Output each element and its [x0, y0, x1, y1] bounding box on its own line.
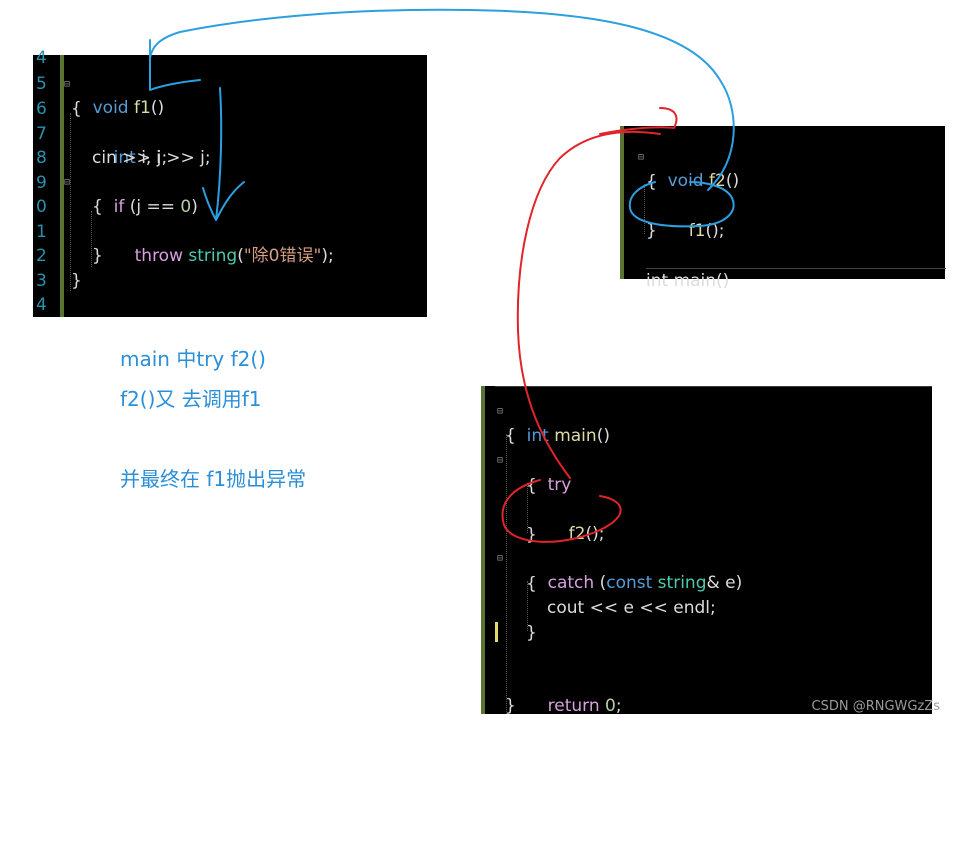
- indent-guide: [644, 184, 645, 234]
- code-line: void f1(): [92, 98, 165, 118]
- code-line: int main(): [526, 426, 610, 446]
- line-number: 4: [36, 48, 47, 68]
- change-bar: [481, 386, 485, 714]
- code-line: f1();: [688, 221, 725, 241]
- code-line: }: [71, 271, 82, 291]
- annotation-note: 并最终在 f1抛出异常: [120, 467, 307, 491]
- code-line: int main(): [646, 268, 946, 293]
- fold-toggle-icon[interactable]: ⊟: [638, 152, 645, 163]
- code-panel-f2: ⊟ void f2() { f1(); } int main(): [620, 126, 946, 291]
- change-bar: [60, 55, 64, 317]
- indent-guide: [527, 581, 528, 631]
- code-line: catch (const string& e): [547, 573, 743, 593]
- fold-toggle-icon[interactable]: ⊟: [64, 177, 71, 188]
- line-number: 3: [36, 271, 47, 291]
- change-bar: [620, 126, 624, 279]
- code-line: try: [547, 475, 572, 495]
- line-number: 6: [36, 99, 47, 119]
- current-line-border: [495, 386, 932, 387]
- fold-toggle-icon[interactable]: ⊟: [497, 553, 504, 564]
- code-line: {: [646, 172, 657, 192]
- code-line: int i, j;: [113, 148, 168, 168]
- code-line: return 0;: [547, 696, 622, 716]
- code-line: }: [92, 246, 103, 266]
- watermark: CSDN @RNGWGzZs: [811, 699, 940, 714]
- code-panel-main: ⊟ ⊟ ⊟ int main() { try { f2(); } catch (…: [481, 386, 932, 716]
- line-number: 0: [36, 197, 47, 217]
- code-line: {: [92, 197, 103, 217]
- fold-toggle-icon[interactable]: ⊟: [497, 455, 504, 466]
- indent-guide: [91, 211, 92, 267]
- code-line: throw string("除0错误");: [134, 246, 334, 266]
- indent-guide: [506, 434, 507, 714]
- indent-guide: [70, 113, 71, 291]
- line-number: 9: [36, 173, 47, 193]
- code-line: }: [505, 696, 516, 716]
- code-line: }: [646, 221, 657, 241]
- code-line: if (j == 0): [113, 197, 198, 217]
- code-line: cout << e << endl;: [547, 598, 716, 618]
- annotation-note: f2()又 去调用f1: [120, 387, 262, 411]
- fold-toggle-icon[interactable]: ⊟: [497, 406, 504, 417]
- code-line: }: [526, 623, 537, 643]
- annotation-note: main 中try f2(): [120, 347, 266, 371]
- code-line: void f2(): [667, 171, 740, 191]
- code-line: cin >> i >> j;: [92, 148, 211, 168]
- code-panel-f1: 4 5 6 7 8 9 0 1 2 3 4 ⊟ ⊟ void f1() { in…: [33, 48, 427, 317]
- line-number: 2: [36, 246, 47, 266]
- code-line: f2();: [568, 524, 605, 544]
- fold-toggle-icon[interactable]: ⊟: [64, 79, 71, 90]
- line-number: 7: [36, 124, 47, 144]
- code-line: {: [526, 476, 537, 496]
- line-number: 8: [36, 148, 47, 168]
- code-line: }: [526, 525, 537, 545]
- change-marker: [495, 622, 498, 642]
- code-line: {: [526, 574, 537, 594]
- code-line: {: [71, 99, 82, 119]
- code-line: {: [505, 426, 516, 446]
- line-number: 5: [36, 74, 47, 94]
- line-number: 4: [36, 295, 47, 315]
- line-number: 1: [36, 222, 47, 242]
